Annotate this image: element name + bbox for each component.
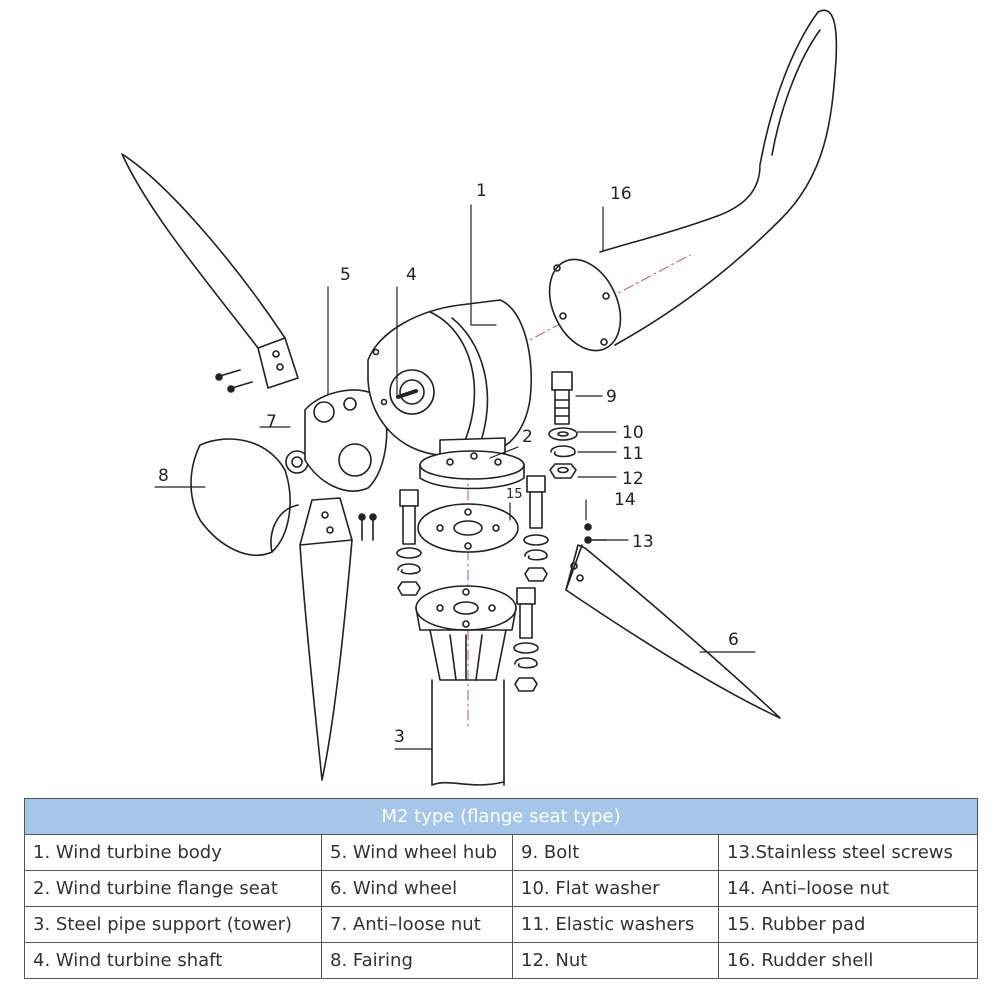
table-cell: 5. Wind wheel hub xyxy=(321,834,513,871)
table-row: 4. Wind turbine shaft 8. Fairing 12. Nut… xyxy=(24,942,979,979)
table-cell: 11. Elastic washers xyxy=(512,906,719,943)
table-row: 1. Wind turbine body 5. Wind wheel hub 9… xyxy=(24,834,979,871)
callout-5: 5 xyxy=(340,265,351,285)
steel-pipe-tower xyxy=(431,679,505,786)
table-row: 3. Steel pipe support (tower) 7. Anti–lo… xyxy=(24,906,979,943)
table-header: M2 type (flange seat type) xyxy=(23,798,979,835)
wind-wheel-blade-upper xyxy=(121,153,299,389)
table-cell: 6. Wind wheel xyxy=(321,870,513,907)
flat-washer-10 xyxy=(548,427,578,441)
tower-flange xyxy=(415,585,517,681)
callout-8: 8 xyxy=(158,466,169,486)
table-cell: 16. Rudder shell xyxy=(717,942,979,979)
table-cell: 15. Rubber pad xyxy=(717,906,979,943)
elastic-washer-11 xyxy=(550,445,576,458)
callout-2: 2 xyxy=(522,427,533,447)
bolt-9 xyxy=(551,371,573,425)
callout-9: 9 xyxy=(606,387,617,407)
parts-table: M2 type (flange seat type) 1. Wind turbi… xyxy=(23,798,979,979)
table-row: 2. Wind turbine flange seat 6. Wind whee… xyxy=(24,870,979,907)
wind-turbine-shaft xyxy=(396,389,418,399)
exploded-wind-turbine-diagram: 1 2 3 4 5 6 7 8 9 10 11 12 13 14 15 16 xyxy=(121,9,838,786)
table-cell: 7. Anti–loose nut xyxy=(321,906,513,943)
callout-12: 12 xyxy=(622,469,644,489)
callout-6: 6 xyxy=(728,630,739,650)
callout-labels: 1 2 3 4 5 6 7 8 9 10 11 12 13 14 15 16 xyxy=(158,181,739,747)
rudder-shell xyxy=(548,164,781,352)
blade-screws-upper xyxy=(215,369,253,393)
callout-11: 11 xyxy=(622,444,644,464)
table-cell: 3. Steel pipe support (tower) xyxy=(24,906,322,943)
callout-15: 15 xyxy=(506,487,523,502)
table-cell: 4. Wind turbine shaft xyxy=(24,942,322,979)
table-cell: 12. Nut xyxy=(512,942,719,979)
table-cell: 8. Fairing xyxy=(321,942,513,979)
wind-wheel-blade-lower xyxy=(299,497,353,781)
callout-3: 3 xyxy=(394,727,405,747)
callout-14: 14 xyxy=(614,490,636,510)
tower-bolt xyxy=(513,587,539,692)
callout-4: 4 xyxy=(406,265,417,285)
table-cell: 14. Anti–loose nut xyxy=(717,870,979,907)
flange-bolt-right xyxy=(523,475,549,582)
table-cell: 13.Stainless steel screws xyxy=(717,834,979,871)
fairing xyxy=(190,438,299,556)
callout-7: 7 xyxy=(266,412,277,432)
tail-fin xyxy=(759,9,838,221)
wind-wheel-hub xyxy=(304,389,388,492)
blade-screws-lower xyxy=(358,513,377,541)
table-cell: 1. Wind turbine body xyxy=(24,834,322,871)
blade-screws-right xyxy=(584,523,607,544)
table-cell: 2. Wind turbine flange seat xyxy=(24,870,322,907)
callout-13: 13 xyxy=(632,532,654,552)
callout-1: 1 xyxy=(476,181,487,201)
flange-bolt-left xyxy=(396,489,422,596)
callout-leaders xyxy=(154,204,756,750)
wind-wheel-blade-right xyxy=(565,544,781,719)
wind-turbine-body xyxy=(367,299,533,456)
callout-16: 16 xyxy=(610,184,632,204)
callout-10: 10 xyxy=(622,423,644,443)
rubber-pad xyxy=(417,503,519,553)
nut-12 xyxy=(549,463,577,479)
table-cell: 10. Flat washer xyxy=(512,870,719,907)
table-cell: 9. Bolt xyxy=(512,834,719,871)
wind-turbine-flange-seat xyxy=(419,437,525,490)
